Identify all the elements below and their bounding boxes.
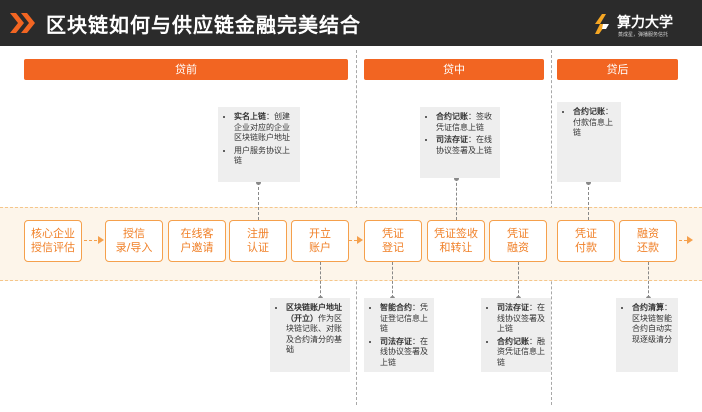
flow-arrowhead (357, 236, 363, 244)
note-voucher-register: 智能合约：凭证登记信息上链 司法存证：在线协议签署及上链 (364, 298, 434, 372)
connector-line (456, 178, 457, 220)
step-credit-import: 授信 录/导入 (105, 220, 163, 262)
connector-line (588, 182, 589, 220)
step-voucher-finance: 凭证 融资 (489, 220, 547, 262)
step-register-verify: 注册 认证 (229, 220, 287, 262)
flow-arrowhead (687, 236, 693, 244)
note-voucher-finance: 司法存证：在线协议签署及上链 合约记账：融资凭证信息上链 (481, 298, 551, 372)
connector-line (648, 262, 649, 298)
note-account: 区块链账户地址（开立）作为区块链记账、对账及合约清分的基础 (270, 298, 350, 372)
step-open-account: 开立 账户 (291, 220, 349, 262)
connector-dot (256, 180, 261, 185)
flow-arrow (679, 240, 687, 241)
step-loan-repayment: 融资 还款 (619, 220, 677, 262)
brand-name: 算力大学 (617, 15, 673, 31)
connector-line (258, 182, 259, 220)
phase-pre-loan: 贷前 (24, 59, 348, 80)
note-payment: 合约记账：付款信息上链 (557, 102, 621, 182)
step-voucher-payment: 凭证 付款 (557, 220, 615, 262)
flow-arrow (84, 240, 97, 241)
page-title: 区块链如何与供应链金融完美结合 (46, 13, 361, 37)
step-voucher-sign-transfer: 凭证签收 和转让 (427, 220, 485, 262)
connector-dot (454, 176, 459, 181)
double-chevron-icon (10, 13, 35, 33)
brand-logo-icon (595, 14, 609, 34)
connector-line (392, 262, 393, 298)
note-repayment: 合约清算：区块链智能合约自动实现逐级清分 (616, 298, 678, 372)
connector-dot (586, 180, 591, 185)
note-sign-transfer: 合约记账：签收凭证信息上链 司法存证：在线协议签署及上链 (420, 107, 500, 178)
header-bar: 区块链如何与供应链金融完美结合 算力大学 蒸成星，弹播服务信托 (0, 0, 702, 46)
connector-line (320, 262, 321, 298)
note-register: 实名上链：创建企业对应的企业区块链账户地址 用户服务协议上链 (218, 107, 300, 182)
connector-line (518, 262, 519, 298)
phase-post-loan: 贷后 (557, 59, 678, 80)
phase-in-loan: 贷中 (364, 59, 544, 80)
step-core-credit-assessment: 核心企业 授信评估 (24, 220, 82, 262)
step-customer-invite: 在线客 户邀请 (168, 220, 226, 262)
step-voucher-register: 凭证 登记 (364, 220, 422, 262)
flow-arrowhead (98, 236, 104, 244)
flow-arrow (349, 240, 357, 241)
brand-slogan: 蒸成星，弹播服务信托 (618, 32, 669, 38)
